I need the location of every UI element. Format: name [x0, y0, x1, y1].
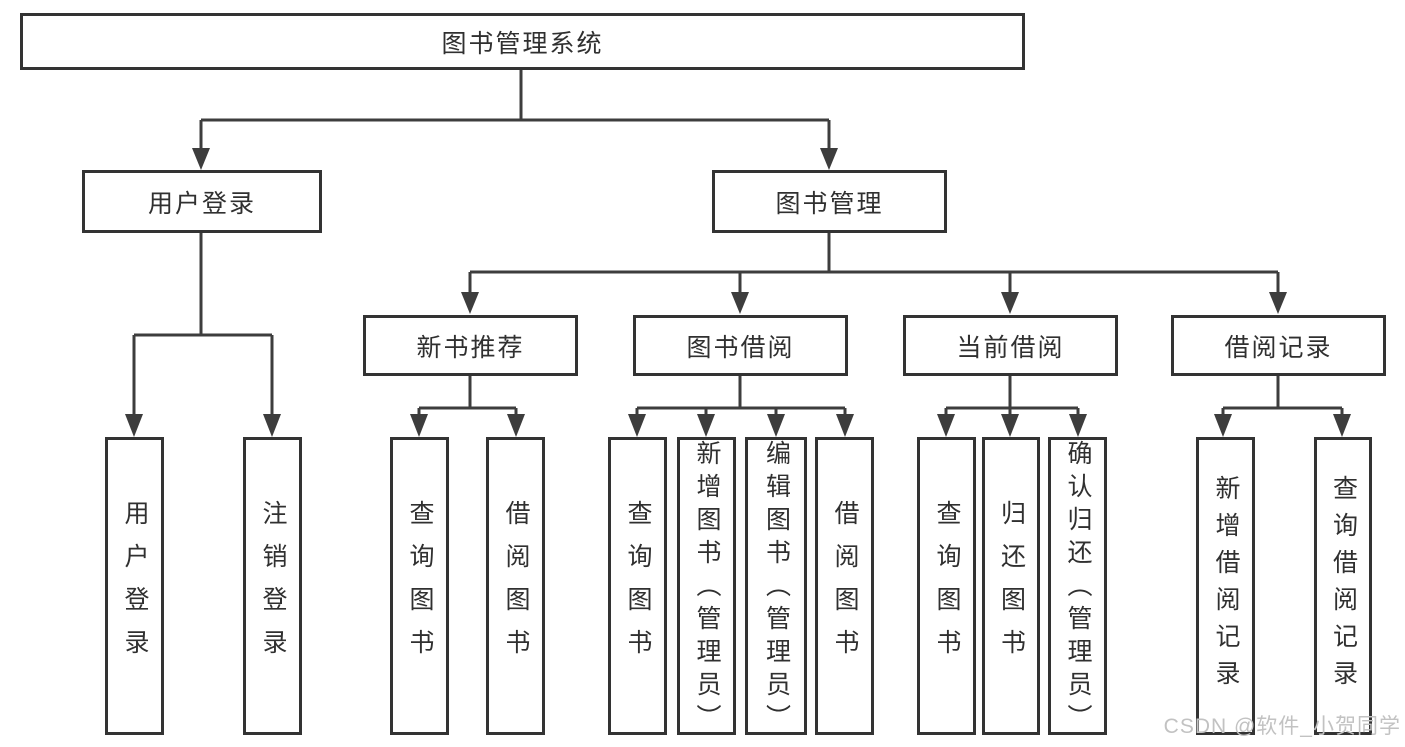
node-logout: 注销登录 [243, 437, 302, 735]
node-label: 图书借阅 [686, 333, 795, 362]
node-label: 查询图书 [624, 500, 652, 672]
node-current-borrow: 当前借阅 [903, 315, 1118, 376]
node-label: 用户登录 [121, 500, 149, 672]
node-root-system: 图书管理系统 [20, 13, 1025, 70]
node-label: 新增借阅记录 [1212, 475, 1240, 697]
node-label: 新增图书（管理员） [693, 440, 721, 737]
node-new-book-recommend: 新书推荐 [363, 315, 578, 376]
node-label: 归还图书 [997, 500, 1026, 672]
node-label: 借阅图书 [831, 500, 859, 672]
node-borrow-record: 借阅记录 [1171, 315, 1386, 376]
node-query-books-1: 查询图书 [390, 437, 449, 735]
node-label: 注销登录 [259, 500, 287, 672]
node-label: 图书管理系统 [441, 29, 604, 58]
node-add-books-admin: 新增图书（管理员） [677, 437, 736, 737]
node-label: 当前借阅 [956, 333, 1065, 362]
node-book-borrow: 图书借阅 [633, 315, 848, 376]
node-label: 确认归还（管理员） [1064, 440, 1092, 737]
node-borrow-books-1: 借阅图书 [486, 437, 545, 735]
node-borrow-books-2: 借阅图书 [815, 437, 874, 735]
csdn-watermark: CSDN @软件_小贺同学 [1163, 715, 1401, 738]
node-label: 借阅图书 [502, 500, 530, 672]
node-label: 图书管理 [775, 189, 884, 218]
node-add-borrow-record: 新增借阅记录 [1196, 437, 1255, 735]
node-return-books: 归还图书 [982, 437, 1040, 735]
node-label: 查询借阅记录 [1329, 475, 1358, 697]
node-user-login-group: 用户登录 [82, 170, 322, 233]
node-label: 借阅记录 [1224, 333, 1333, 362]
node-label: 查询图书 [933, 500, 961, 672]
connector-strokes [132, 70, 1344, 414]
node-user-login: 用户登录 [105, 437, 164, 735]
node-label: 编辑图书（管理员） [762, 440, 791, 737]
connector-arrowheads [125, 148, 1351, 437]
node-confirm-return-admin: 确认归还（管理员） [1048, 437, 1107, 737]
node-query-books-2: 查询图书 [608, 437, 667, 735]
node-edit-books-admin: 编辑图书（管理员） [745, 437, 807, 737]
node-label: 新书推荐 [416, 333, 525, 362]
node-label: 用户登录 [147, 189, 256, 218]
node-query-books-3: 查询图书 [917, 437, 976, 735]
node-book-management: 图书管理 [712, 170, 947, 233]
node-query-borrow-record: 查询借阅记录 [1314, 437, 1372, 735]
node-label: 查询图书 [406, 500, 434, 672]
